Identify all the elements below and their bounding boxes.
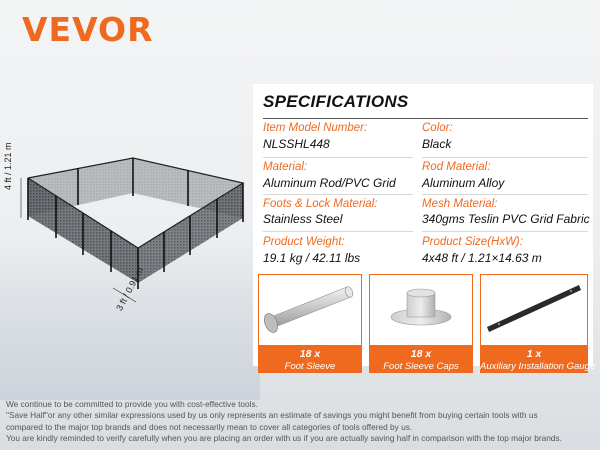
- spec-label-product-size: Product Size(HxW):: [422, 236, 523, 248]
- installation-gauge-icon: [487, 285, 581, 332]
- spec-value-model-number: NLSSHL448: [263, 137, 330, 151]
- specifications-panel: SPECIFICATIONS Item Model Number: NLSSHL…: [253, 84, 595, 373]
- foot-sleeve-caps-quantity: 18 x: [410, 348, 432, 360]
- foot-sleeve-caps-label: 18 x Foot Sleeve Caps: [369, 346, 473, 373]
- row-divider: [422, 157, 588, 158]
- row-divider: [263, 157, 413, 158]
- spec-label-rod-material: Rod Material:: [422, 161, 491, 173]
- row-divider: [422, 194, 588, 195]
- spec-value-rod-material: Aluminum Alloy: [422, 176, 505, 190]
- spec-value-mesh-material: 340gms Teslin PVC Grid Fabric: [422, 212, 590, 226]
- specifications-title: SPECIFICATIONS: [263, 92, 409, 111]
- spec-label-foots-lock-material: Foots & Lock Material:: [263, 198, 378, 210]
- installation-gauge-card: [480, 274, 588, 346]
- disclaimer-text: We continue to be committed to provide y…: [6, 399, 598, 445]
- foot-sleeve-caps-name: Foot Sleeve Caps: [383, 361, 459, 372]
- brand-logo: VEVOR: [22, 10, 154, 49]
- disclaimer-line: You are kindly reminded to verify carefu…: [6, 433, 562, 444]
- foot-sleeve-cap-icon: [390, 288, 452, 326]
- row-divider: [422, 231, 588, 232]
- disclaimer-line: We continue to be committed to provide y…: [6, 399, 258, 409]
- foot-sleeve-icon: [263, 286, 354, 333]
- installation-gauge-name: Auxiliary Installation Gauge: [480, 361, 596, 372]
- pool-fence-image: [20, 157, 245, 303]
- foot-sleeve-card: [258, 274, 362, 346]
- foot-sleeve-quantity: 18 x: [299, 348, 321, 360]
- spec-label-mesh-material: Mesh Material:: [422, 198, 498, 210]
- spec-value-foots-lock-material: Stainless Steel: [263, 212, 343, 226]
- installation-gauge-label: 1 x Auxiliary Installation Gauge: [480, 346, 596, 373]
- spec-label-color: Color:: [422, 122, 453, 134]
- foot-sleeve-label: 18 x Foot Sleeve: [258, 346, 362, 373]
- spec-label-material: Material:: [263, 161, 308, 173]
- row-divider: [263, 194, 413, 195]
- spec-value-product-weight: 19.1 kg / 42.11 lbs: [263, 251, 361, 265]
- foot-sleeve-caps-card: [369, 274, 473, 346]
- height-dimension-label: 4 ft / 1.21 m: [3, 142, 13, 190]
- spec-label-model-number: Item Model Number:: [263, 122, 368, 134]
- spec-label-product-weight: Product Weight:: [263, 236, 345, 248]
- spec-value-product-size: 4x48 ft / 1.21×14.63 m: [422, 251, 542, 265]
- disclaimer-line: compared to the major top brands and doe…: [6, 421, 413, 432]
- spec-value-color: Black: [422, 137, 452, 151]
- installation-gauge-quantity: 1 x: [526, 348, 542, 360]
- title-divider: [263, 118, 588, 119]
- row-divider: [263, 231, 413, 232]
- foot-sleeve-name: Foot Sleeve: [284, 361, 336, 372]
- spec-value-material: Aluminum Rod/PVC Grid: [263, 176, 396, 190]
- disclaimer-line: "Save Half"or any other similar expressi…: [6, 410, 538, 421]
